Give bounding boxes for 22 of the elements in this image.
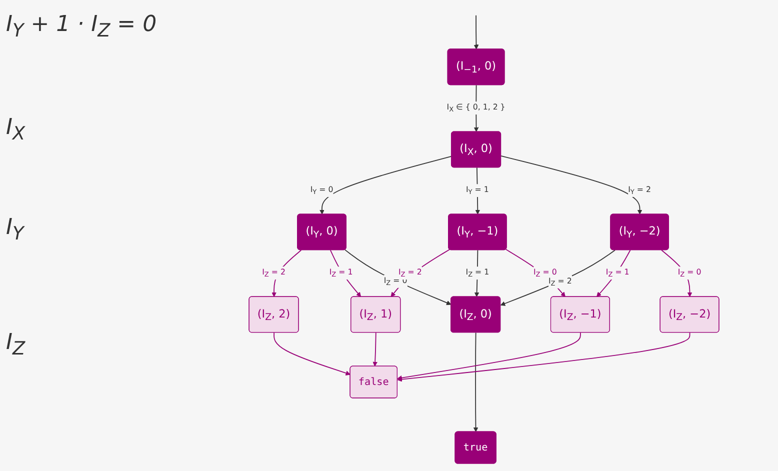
arrow [372,332,378,367]
arrow [474,250,480,298]
arrow [473,332,478,432]
arrow [475,167,480,215]
arrow [397,332,690,382]
arrow [500,155,642,215]
level-label: I$_{Y}$ [6,215,24,244]
equation-label: I$_{Y}$ + 1 · I$_{Z}$ = 0 [6,12,157,42]
arrow [397,332,581,380]
arrow [474,14,479,50]
arrow [274,332,351,376]
level-label: I$_{X}$ [6,115,26,144]
arrow [272,250,302,298]
arrow [330,250,362,298]
arrow [320,156,452,215]
arrow [661,250,692,298]
arrow [596,250,631,298]
arrow [505,248,566,298]
arrow [390,249,450,298]
arrow [500,250,616,306]
arrow [344,249,452,306]
level-label: I$_{Z}$ [6,330,26,360]
